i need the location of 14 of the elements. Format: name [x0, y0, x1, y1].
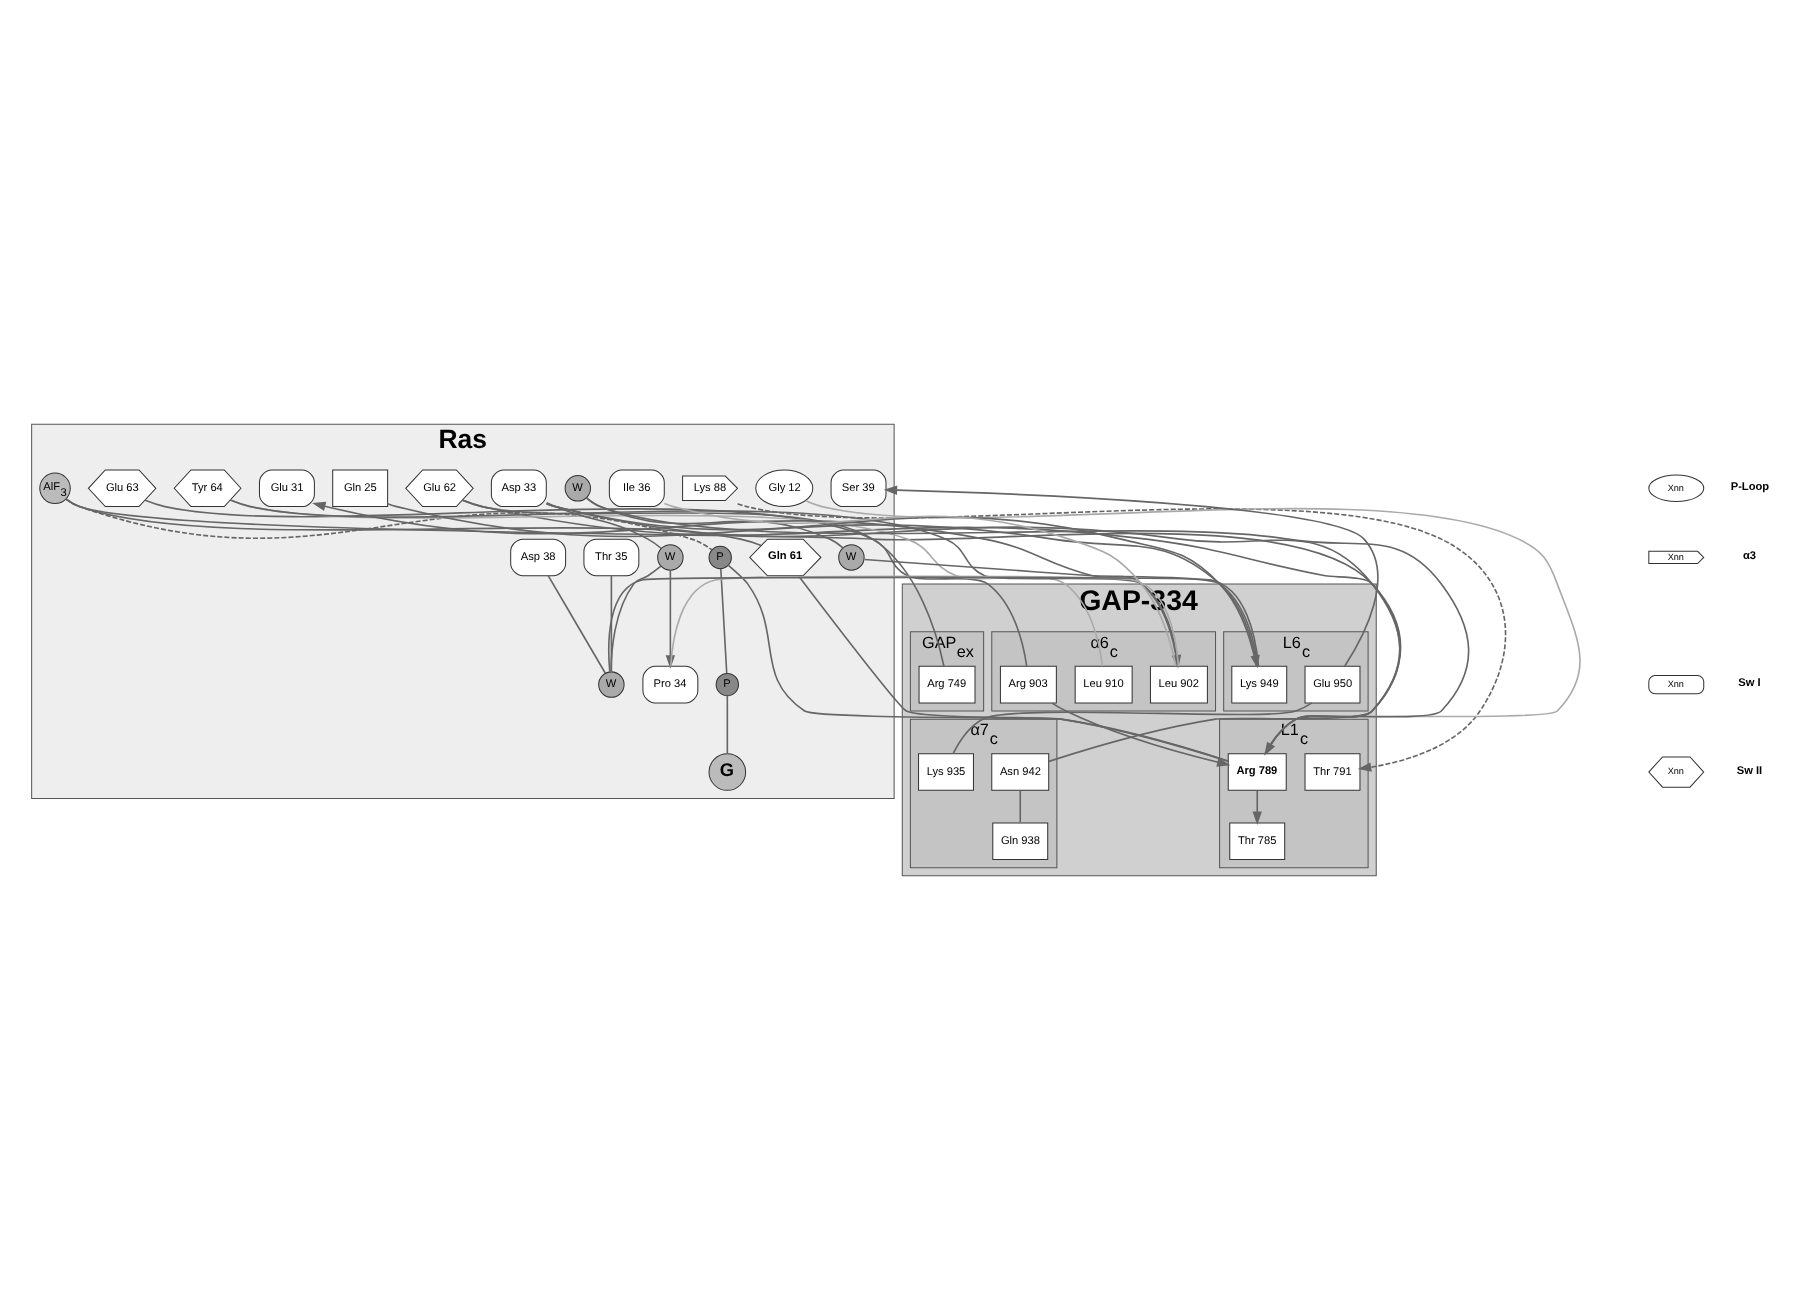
connector: [719, 566, 728, 673]
connector: [610, 574, 613, 672]
connector: [585, 496, 844, 548]
connector: [726, 694, 729, 754]
connector: [1019, 788, 1022, 823]
node-circle: G: [708, 752, 747, 790]
arrow: [1051, 701, 1231, 766]
connector: [545, 501, 663, 549]
connector: [727, 563, 1229, 761]
connector: [610, 564, 662, 672]
arrow: [1252, 788, 1262, 824]
connector: [797, 574, 1229, 762]
connector: [547, 574, 607, 674]
arrow: [736, 501, 1507, 771]
